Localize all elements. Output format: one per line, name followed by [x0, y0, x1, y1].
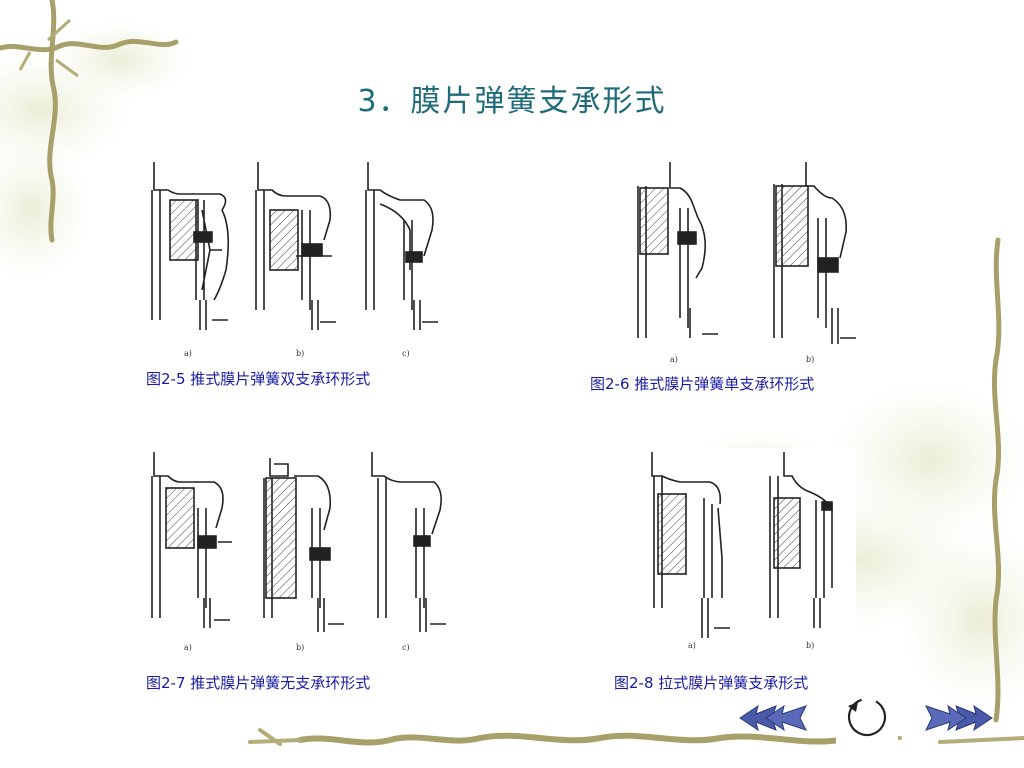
double-right-arrow-icon: [925, 704, 993, 732]
figure-2-8-diagram: a) b): [640, 448, 856, 658]
next-slide-button[interactable]: [916, 700, 996, 736]
fig-2-6-label-b: b): [806, 355, 814, 364]
fig-2-6-panel-b-drawing: [773, 162, 856, 344]
figure-2-5-diagram: a) b) c): [140, 160, 450, 360]
double-left-arrow-icon: [739, 704, 807, 732]
fig-2-5-panel-a-drawing: [151, 162, 230, 330]
fig-2-7-panel-a-drawing: [151, 452, 232, 628]
fig-2-7-label-a: a): [184, 643, 192, 652]
figure-2-7-diagram: a) b) c): [140, 448, 450, 658]
fig-2-8-panel-b-drawing: [769, 452, 833, 628]
fig-2-8-label-a: a): [688, 641, 696, 650]
figure-2-6-diagram: a) b): [626, 158, 866, 368]
fig-2-7-label-b: b): [296, 643, 304, 652]
fig-2-5-label-c: c): [402, 349, 410, 358]
fig-2-5-label-b: b): [296, 349, 304, 358]
fig-2-5-panel-b-drawing: [255, 162, 336, 330]
fig-2-7-label-c: c): [402, 643, 410, 652]
fig-2-6-panel-a-drawing: [637, 162, 718, 338]
fig-2-5-panel-c-drawing: [365, 162, 438, 330]
fig-2-6-label-a: a): [670, 355, 678, 364]
fig-2-7-panel-c-drawing: [371, 452, 446, 632]
fig-2-8-label-b: b): [806, 641, 814, 650]
figure-2-6-caption: 图2-6 推式膜片弹簧单支承环形式: [590, 375, 815, 393]
fig-2-7-panel-b-drawing: [263, 458, 344, 632]
return-circle-icon: [847, 697, 887, 737]
figure-2-8-caption: 图2-8 拉式膜片弹簧支承形式: [614, 674, 809, 692]
fig-2-8-panel-a-drawing: [651, 452, 730, 638]
figure-2-5-caption: 图2-5 推式膜片弹簧双支承环形式: [146, 370, 371, 388]
figure-2-7-caption: 图2-7 推式膜片弹簧无支承环形式: [146, 674, 371, 692]
slide-title: 3．膜片弹簧支承形式: [357, 84, 667, 119]
previous-slide-button[interactable]: [736, 700, 816, 736]
fig-2-5-label-a: a): [184, 349, 192, 358]
return-button[interactable]: [836, 684, 898, 746]
